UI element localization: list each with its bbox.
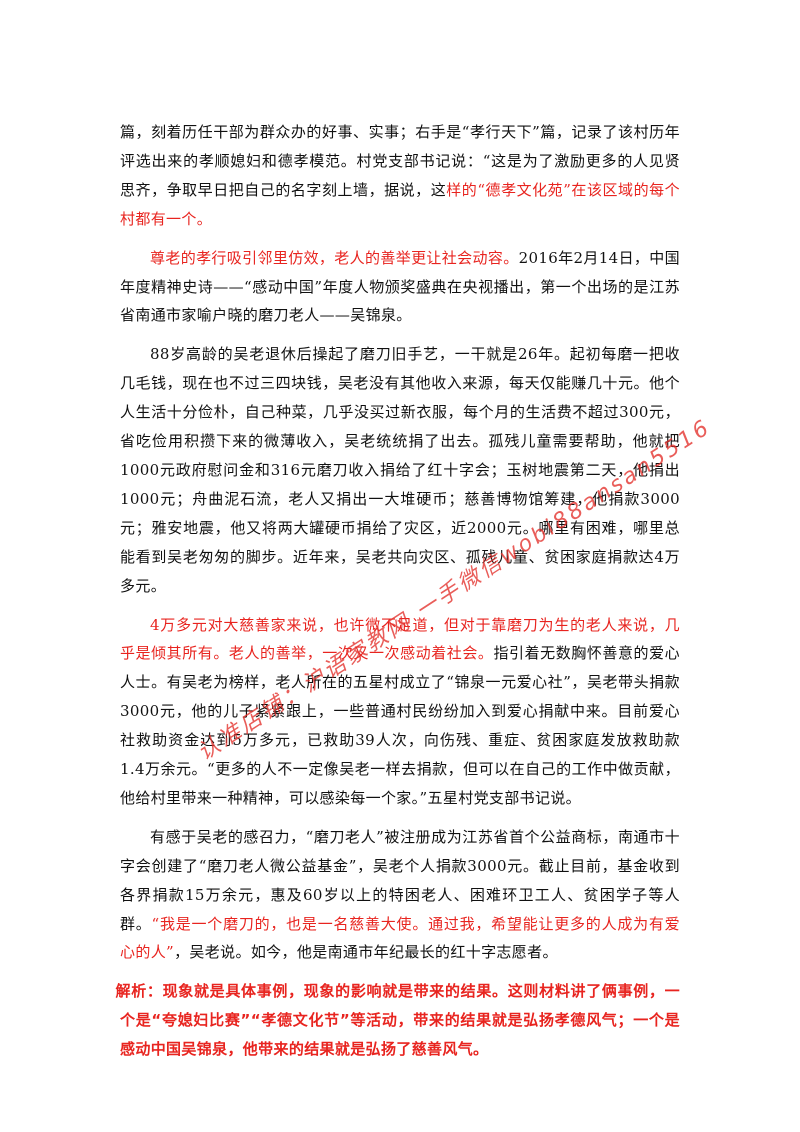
paragraph-4: 4万多元对大慈善家来说，也许微不足道，但对于靠磨刀为生的老人来说，几乎是倾其所有… bbox=[120, 611, 680, 813]
paragraph-3-text: 88岁高龄的吴老退休后操起了磨刀旧手艺，一干就是26年。起初每磨一把收几毛钱，现… bbox=[120, 345, 680, 595]
paragraph-3: 88岁高龄的吴老退休后操起了磨刀旧手艺，一干就是26年。起初每磨一把收几毛钱，现… bbox=[120, 340, 680, 600]
paragraph-4-highlight: 4万多元对大慈善家来说，也许微不足道，但对于靠磨刀为生的老人来说，几乎是倾其所有… bbox=[120, 615, 680, 663]
paragraph-1-highlight: 样的“德孝文化苑”在该区域的每个村都有一个。 bbox=[120, 180, 680, 228]
paragraph-2: 尊老的孝行吸引邻里仿效，老人的善举更让社会动容。2016年2月14日，中国年度精… bbox=[120, 244, 680, 331]
document-body: 篇，刻着历任干部为群众办的好事、实事；右手是“孝行天下”篇，记录了该村历年评选出… bbox=[115, 118, 680, 1064]
paragraph-1-text: 篇，刻着历任干部为群众办的好事、实事；右手是“孝行天下”篇，记录了该村历年评选出… bbox=[120, 123, 680, 199]
paragraph-1: 篇，刻着历任干部为群众办的好事、实事；右手是“孝行天下”篇，记录了该村历年评选出… bbox=[120, 118, 680, 234]
analysis-note: 解析：现象就是具体事例，现象的影响就是带来的结果。这则材料讲了俩事例，一个是“夸… bbox=[115, 982, 680, 1059]
paragraph-2-highlight: 尊老的孝行吸引邻里仿效，老人的善举更让社会动容。 bbox=[150, 248, 519, 267]
paragraph-2-text: 2016年2月14日，中国年度精神史诗——“感动中国”年度人物颁奖盛典在央视播出… bbox=[120, 248, 680, 325]
paragraph-5-quote: “我是一个磨刀的，也是一名慈善大使。通过我，希望能让更多的人成为有爱心的人” bbox=[120, 914, 680, 962]
paragraph-4-text: 指引着无数胸怀善意的爱心人士。有吴老为榜样，老人所在的五星村成立了“锦泉一元爱心… bbox=[120, 644, 681, 807]
paragraph-5-text: 有感于吴老的感召力，“磨刀老人”被注册成为江苏省首个公益商标，南通市十字会创建了… bbox=[120, 827, 680, 933]
paragraph-5: 有感于吴老的感召力，“磨刀老人”被注册成为江苏省首个公益商标，南通市十字会创建了… bbox=[120, 823, 680, 968]
paragraph-5-text-after: ，吴老说。如今，他是南通市年纪最长的红十字志愿者。 bbox=[174, 943, 558, 962]
